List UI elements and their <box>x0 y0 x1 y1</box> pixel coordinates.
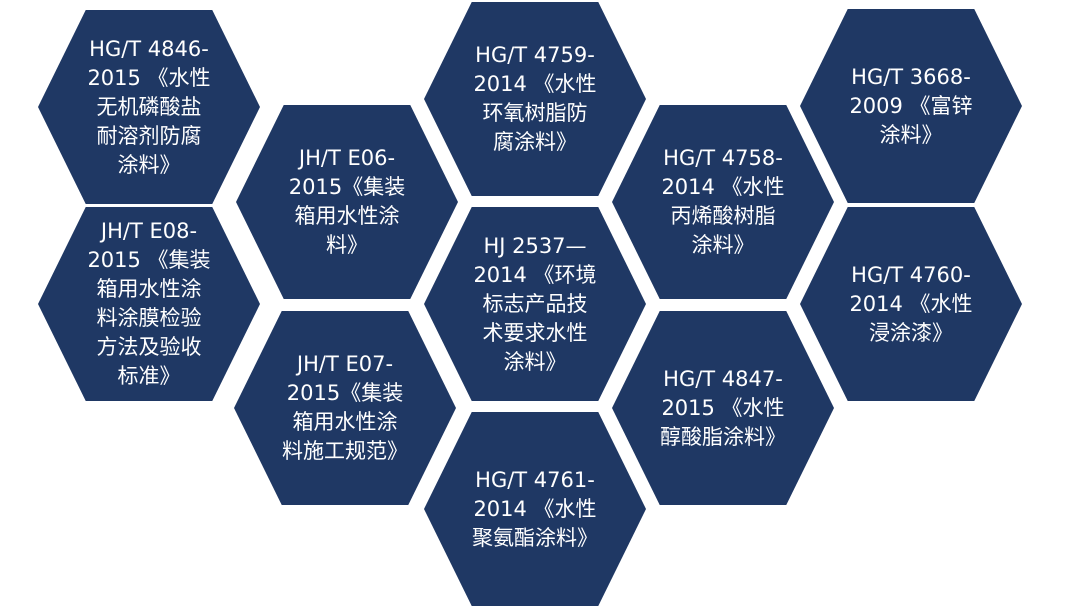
standard-hexagon: HG/T 4847- 2015 《水性醇酸脂涂料》 <box>612 311 834 505</box>
standard-text-line: 2015《集装 <box>286 381 404 405</box>
standard-text-line: 丙烯酸树脂 <box>670 204 776 228</box>
standard-text-line: 箱用水性涂 <box>96 277 202 301</box>
standard-text-line: 耐溶剂防腐 <box>96 123 202 148</box>
standard-text-line: 2014 《水性 <box>661 175 785 199</box>
standard-text-line: JH/T E06- <box>298 146 396 170</box>
standard-text-line: HG/T 4758- <box>663 146 783 170</box>
standard-text-line: JH/T E08- <box>100 219 198 243</box>
standard-hexagon: HG/T 3668- 2009 《富锌涂料》 <box>800 9 1022 203</box>
standard-text-line: 2014 《环境 <box>473 262 597 287</box>
standard-text-line: HG/T 4846- <box>89 36 209 61</box>
standard-hexagon: HG/T 4759- 2014 《水性环氧树脂防腐涂料》 <box>424 2 646 196</box>
standard-text-line: HG/T 3668- <box>851 64 971 89</box>
standard-text-line: 涂料》 <box>879 122 943 147</box>
standard-text-line: 浸涂漆》 <box>869 320 953 345</box>
standard-text-line: 料》 <box>326 233 368 257</box>
standard-text-line: 标志产品技 <box>482 291 588 316</box>
standard-text-line: 方法及验收 <box>96 335 202 359</box>
standard-text-line: 箱用水性涂 <box>294 204 400 228</box>
standard-hexagon: JH/T E07- 2015《集装箱用水性涂料施工规范》 <box>234 311 456 505</box>
standard-text-line: 2014 《水性 <box>849 291 973 316</box>
standard-text-line: HJ 2537— <box>483 233 587 258</box>
standard-text-line: 涂料》 <box>691 233 755 257</box>
standard-text-line: JH/T E07- <box>296 352 394 376</box>
standard-text-line: 2014 《水性 <box>473 496 597 521</box>
standard-text-line: 标准》 <box>117 364 181 388</box>
standard-text-line: 涂料》 <box>117 152 181 177</box>
standard-text-line: HG/T 4760- <box>851 262 971 287</box>
standard-text-line: 2015《集装 <box>288 175 406 199</box>
standard-hexagon: HJ 2537— 2014 《环境标志产品技术要求水性涂料》 <box>424 207 646 401</box>
standard-text-line: 术要求水性 <box>482 320 588 345</box>
standard-text-line: 2014 《水性 <box>473 72 597 96</box>
standard-text-line: 料施工规范》 <box>282 439 408 463</box>
standard-text-line: HG/T 4761- <box>475 467 595 492</box>
standard-hexagon: HG/T 4758- 2014 《水性丙烯酸树脂涂料》 <box>612 105 834 299</box>
standard-text-line: 2015 《集装 <box>87 248 211 272</box>
standard-text-line: 无机磷酸盐 <box>96 94 202 119</box>
standard-hexagon: HG/T 4846- 2015 《水性无机磷酸盐耐溶剂防腐涂料》 <box>38 10 260 204</box>
standard-text-line: 腐涂料》 <box>493 130 577 154</box>
standard-text-line: 料涂膜检验 <box>96 306 202 330</box>
standard-hexagon: HG/T 4760- 2014 《水性浸涂漆》 <box>800 207 1022 401</box>
standard-text-line: 2015 《水性 <box>87 65 211 90</box>
standard-hexagon: JH/T E08- 2015 《集装箱用水性涂料涂膜检验方法及验收标准》 <box>38 207 260 401</box>
standard-text-line: HG/T 4759- <box>475 43 595 67</box>
standard-hexagon: JH/T E06- 2015《集装箱用水性涂料》 <box>236 105 458 299</box>
standard-text-line: 2009 《富锌 <box>849 93 973 118</box>
standard-text-line: 聚氨酯涂料》 <box>472 525 598 550</box>
standard-text-line: HG/T 4847- <box>663 366 783 391</box>
standard-text-line: 醇酸脂涂料》 <box>660 424 786 449</box>
standard-text-line: 涂料》 <box>503 349 567 374</box>
standard-text-line: 环氧树脂防 <box>482 101 588 125</box>
standard-text-line: 2015 《水性 <box>661 395 785 420</box>
standard-text-line: 箱用水性涂 <box>292 410 398 434</box>
standard-hexagon: HG/T 4761- 2014 《水性聚氨酯涂料》 <box>424 412 646 606</box>
